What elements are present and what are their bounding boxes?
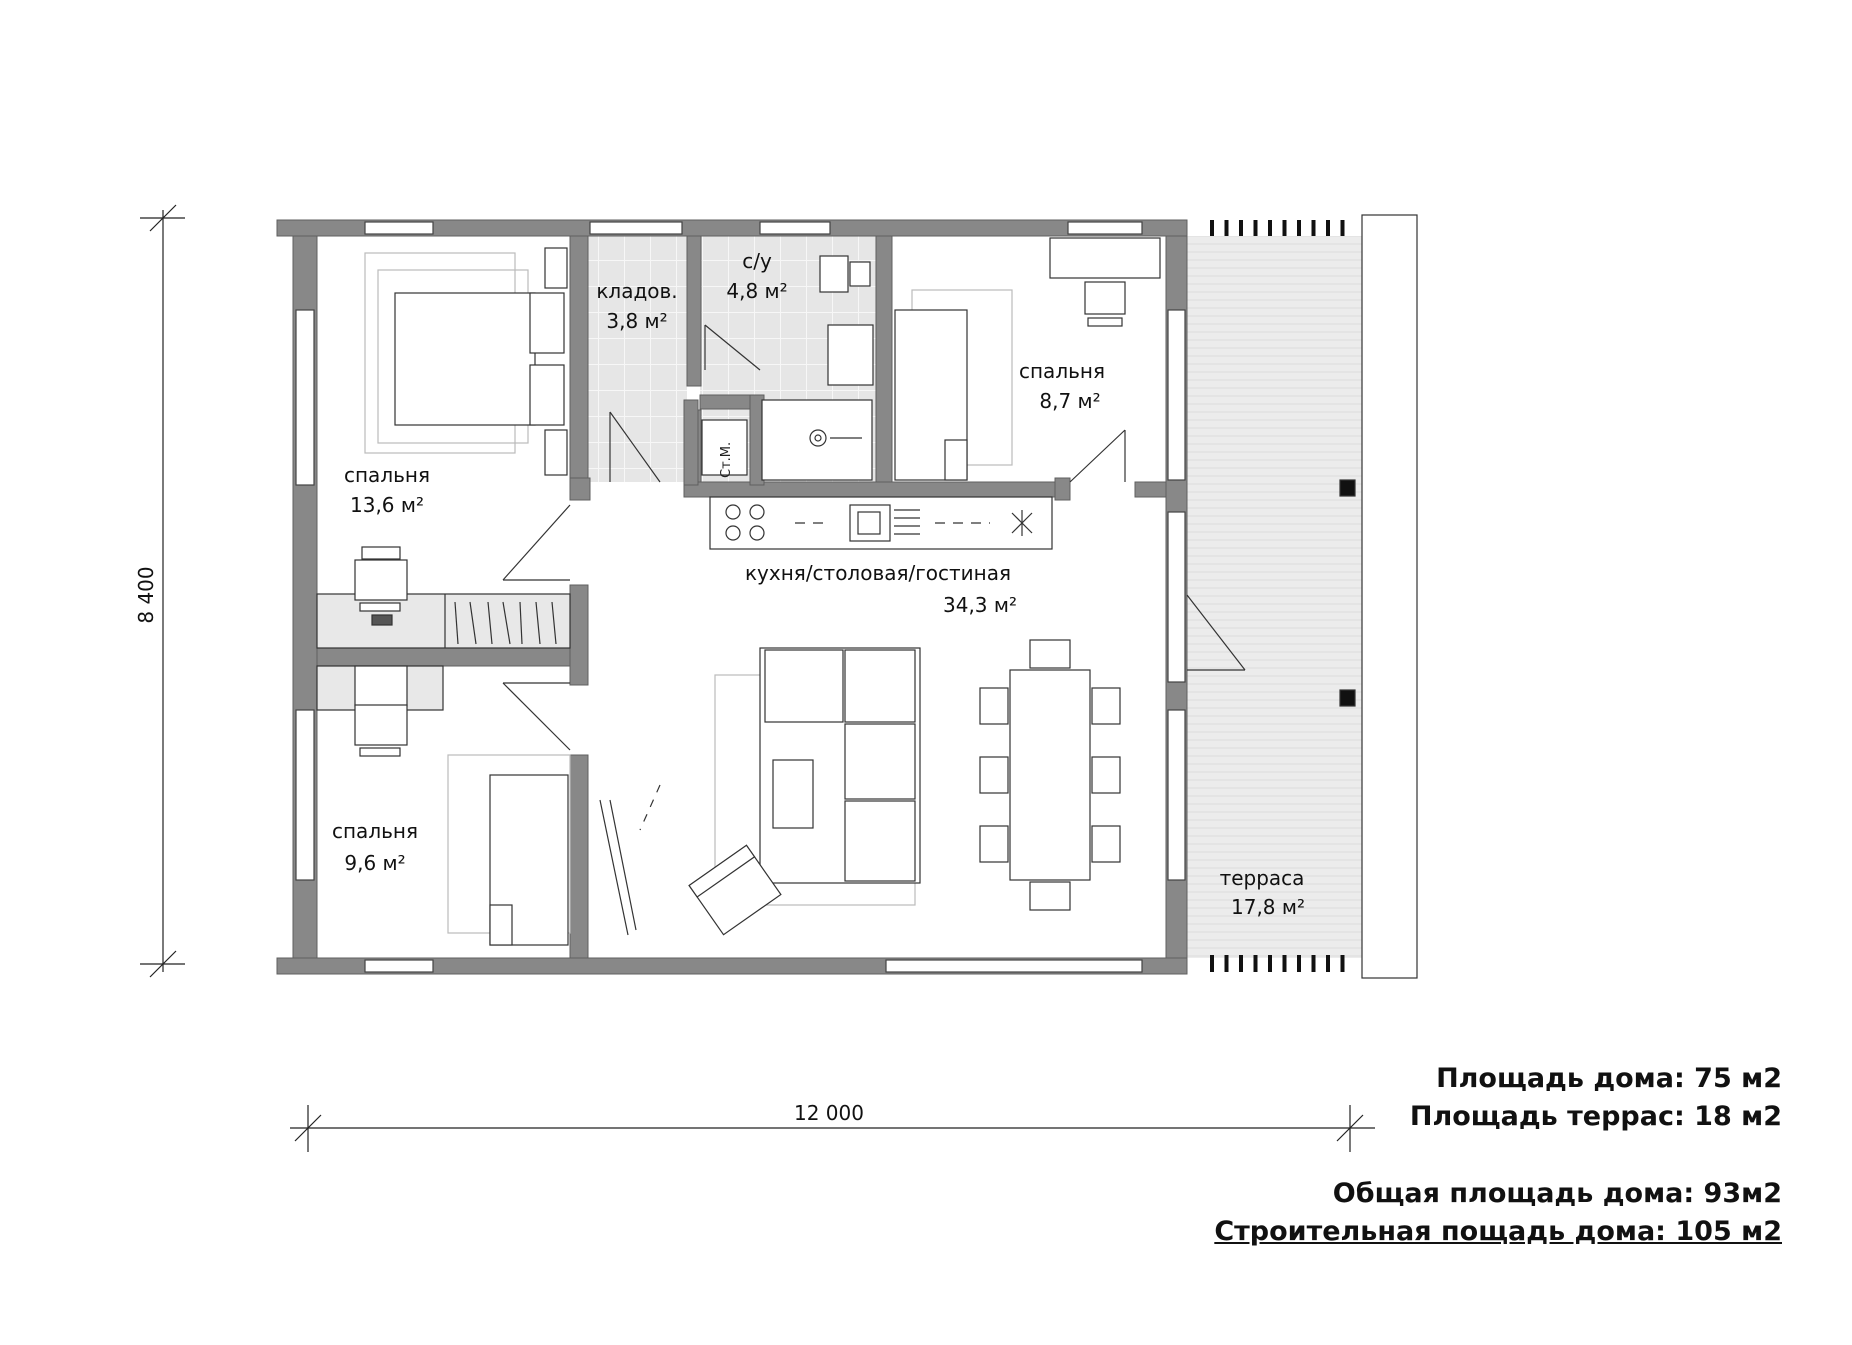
bathroom-fixtures (761, 255, 874, 481)
kitchen-counter (709, 496, 1053, 550)
washer-label: Ст.М. (719, 442, 734, 478)
room-bedroom-right-name: спальня (1019, 359, 1105, 383)
room-bedroom-big-name: спальня (344, 463, 430, 487)
room-bedroom-small-area: 9,6 м² (344, 851, 405, 875)
doors (502, 324, 1246, 751)
room-bathroom-area: 4,8 м² (726, 279, 787, 303)
terrace-area-text: Площадь террас: 18 м2 (1409, 1101, 1782, 1132)
building-area-text: Строительная пощадь дома: 105 м2 (1214, 1216, 1782, 1247)
room-bedroom-small-name: спальня (332, 819, 418, 843)
storage-floor (587, 236, 687, 482)
dimension-horizontal (290, 1105, 1375, 1152)
room-storage-area: 3,8 м² (606, 309, 667, 333)
room-living-name: кухня/столовая/гостиная (745, 561, 1011, 585)
bedroom-big-furniture (354, 247, 568, 717)
room-bedroom-right-area: 8,7 м² (1039, 389, 1100, 413)
dimension-vertical (140, 204, 185, 978)
washer (701, 419, 748, 476)
interior-walls (316, 235, 1167, 959)
dimension-width: 12 000 (794, 1101, 864, 1125)
room-bedroom-big-area: 13,6 м² (350, 493, 424, 517)
area-summary-bottom: Общая площадь дома: 93м2 Строительная по… (1062, 1175, 1782, 1251)
railing-bottom-ticks (1210, 955, 1345, 972)
room-storage-name: кладов. (596, 279, 677, 303)
terrace-railing (1339, 214, 1418, 979)
dining-set (979, 639, 1121, 911)
total-area-text: Общая площадь дома: 93м2 (1332, 1178, 1782, 1209)
bedroom-small-furniture (354, 704, 571, 946)
room-terrace-name: терраса (1220, 866, 1305, 890)
room-terrace-area: 17,8 м² (1231, 895, 1305, 919)
room-bathroom-name: с/у (742, 249, 772, 273)
dimension-height: 8 400 (134, 566, 158, 623)
railing-top-ticks (1210, 220, 1345, 236)
living-furniture (599, 647, 921, 936)
terrace-floor (1187, 236, 1362, 958)
area-summary-top: Площадь дома: 75 м2 Площадь террас: 18 м… (1062, 1060, 1782, 1136)
room-living-area: 34,3 м² (943, 593, 1017, 617)
windows (295, 221, 1186, 973)
bedroom-right-furniture (894, 237, 1161, 481)
house-area-text: Площадь дома: 75 м2 (1436, 1063, 1782, 1094)
